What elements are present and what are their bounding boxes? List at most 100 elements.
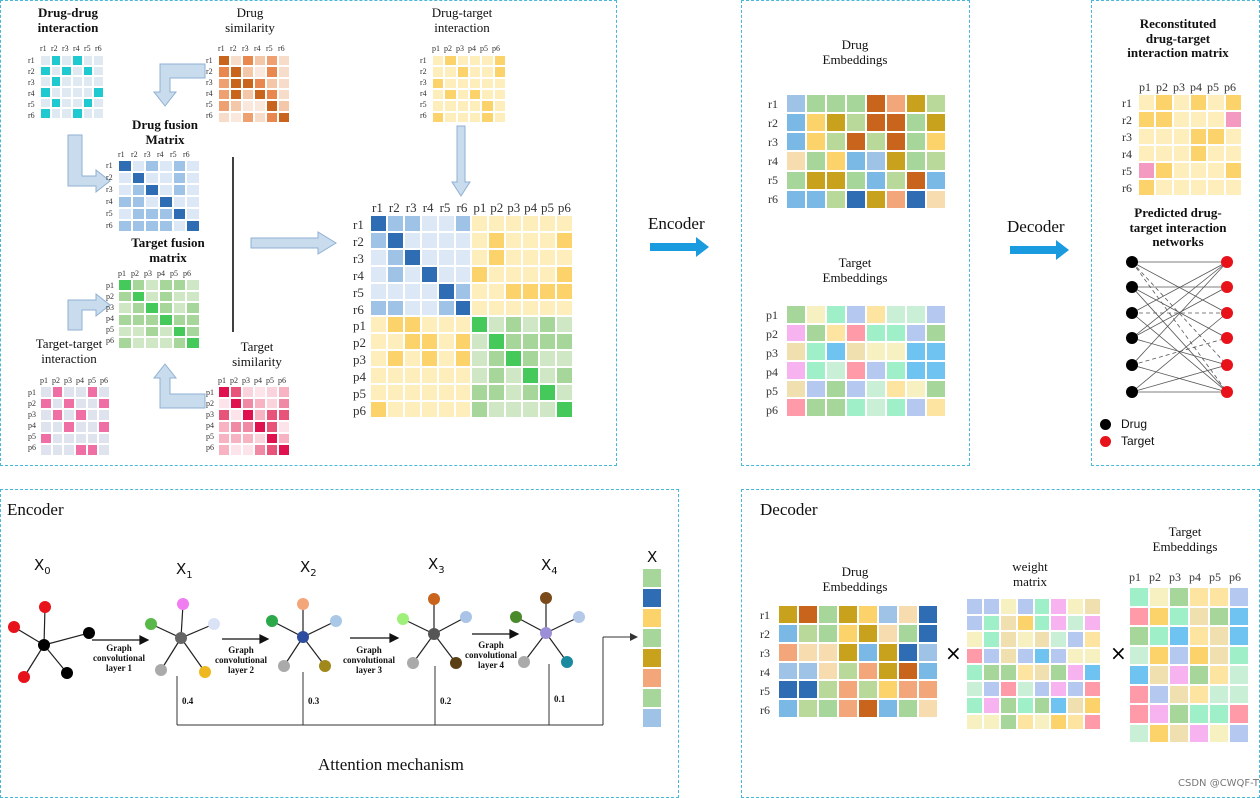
drug-similarity-matrix <box>218 55 290 123</box>
col-label: r2 <box>131 150 138 159</box>
matrix-cell <box>522 299 540 317</box>
matrix-cell <box>254 55 266 67</box>
matrix-cell <box>242 444 254 456</box>
x2-label: X2 <box>300 558 317 579</box>
matrix-cell <box>539 333 557 351</box>
matrix-cell <box>878 661 898 681</box>
matrix-cell <box>61 108 72 119</box>
matrix-cell <box>86 421 99 433</box>
graph-x3-node <box>397 613 409 625</box>
matrix-cell <box>539 299 557 317</box>
matrix-cell <box>40 55 51 66</box>
row-label: p1 <box>353 318 366 334</box>
matrix-cell <box>230 421 242 433</box>
matrix-cell <box>40 87 51 98</box>
matrix-cell <box>1189 587 1209 607</box>
matrix-cell <box>786 113 806 133</box>
matrix-cell <box>906 113 926 133</box>
matrix-cell <box>906 323 926 343</box>
hollow-arrow-icon <box>152 363 206 409</box>
matrix-cell <box>118 302 132 314</box>
matrix-cell <box>826 398 846 417</box>
matrix-cell <box>858 680 878 700</box>
matrix-cell <box>266 88 278 101</box>
col-label: r3 <box>405 200 417 215</box>
matrix-cell <box>1149 723 1169 743</box>
matrix-cell <box>218 111 230 123</box>
matrix-cell <box>866 342 886 361</box>
matrix-cell <box>642 708 662 728</box>
matrix-cell <box>437 316 455 334</box>
matrix-cell <box>982 614 1000 631</box>
matrix-cell <box>437 401 455 418</box>
matrix-cell <box>93 55 104 66</box>
matrix-cell <box>456 88 469 101</box>
row-label: p5 <box>28 432 36 441</box>
matrix-cell <box>456 77 469 89</box>
row-label: r5 <box>28 100 35 109</box>
matrix-cell <box>159 279 173 291</box>
matrix-cell <box>186 220 200 232</box>
matrix-cell <box>454 401 472 418</box>
matrix-cell <box>778 661 798 681</box>
matrix-cell <box>254 77 266 89</box>
matrix-cell <box>98 386 110 398</box>
matrix-cell <box>878 699 898 718</box>
final-x-column <box>642 568 662 728</box>
graph-x3-center <box>428 628 440 640</box>
matrix-cell <box>1138 128 1156 145</box>
matrix-cell <box>230 66 242 78</box>
matrix-cell <box>1016 697 1034 714</box>
matrix-cell <box>966 614 983 631</box>
col-label: p1 <box>432 44 440 53</box>
matrix-cell <box>278 55 290 67</box>
matrix-cell <box>172 220 187 232</box>
matrix-cell <box>266 421 278 433</box>
matrix-cell <box>386 248 404 266</box>
matrix-cell <box>1172 145 1190 162</box>
matrix-cell <box>1209 665 1229 685</box>
col-label: p1 <box>218 376 226 385</box>
matrix-cell <box>918 605 938 624</box>
matrix-cell <box>172 290 187 303</box>
matrix-cell <box>926 189 946 209</box>
matrix-cell <box>159 172 173 184</box>
col-label: p3 <box>1173 80 1185 94</box>
col-label: p6 <box>278 376 286 385</box>
matrix-cell <box>846 132 866 152</box>
matrix-cell <box>75 409 87 421</box>
col-label: p6 <box>100 376 108 385</box>
matrix-cell <box>454 265 472 283</box>
matrix-cell <box>254 100 266 112</box>
matrix-cell <box>145 172 159 184</box>
row-label: p4 <box>353 369 366 385</box>
matrix-cell <box>1138 94 1156 111</box>
matrix-cell <box>966 697 983 714</box>
matrix-cell <box>218 55 230 67</box>
matrix-cell <box>63 444 75 456</box>
matrix-cell <box>437 350 455 368</box>
row-label: r1 <box>353 217 364 232</box>
matrix-cell <box>278 66 290 78</box>
matrix-cell <box>906 398 926 417</box>
matrix-cell <box>898 605 918 624</box>
matrix-cell <box>826 170 846 190</box>
matrix-cell <box>186 184 200 196</box>
matrix-cell <box>642 648 662 668</box>
matrix-cell <box>1189 606 1209 626</box>
matrix-cell <box>838 623 858 643</box>
matrix-cell <box>1229 723 1249 743</box>
col-label: p3 <box>1169 570 1181 584</box>
matrix-cell <box>254 421 266 433</box>
matrix-cell <box>1155 179 1173 196</box>
matrix-cell <box>778 605 798 624</box>
matrix-cell <box>798 605 818 624</box>
matrix-cell <box>1138 111 1156 128</box>
matrix-cell <box>266 100 278 112</box>
matrix-cell <box>642 668 662 688</box>
matrix-cell <box>556 333 573 351</box>
matrix-cell <box>403 333 421 351</box>
matrix-cell <box>1033 697 1051 714</box>
matrix-cell <box>278 397 290 410</box>
